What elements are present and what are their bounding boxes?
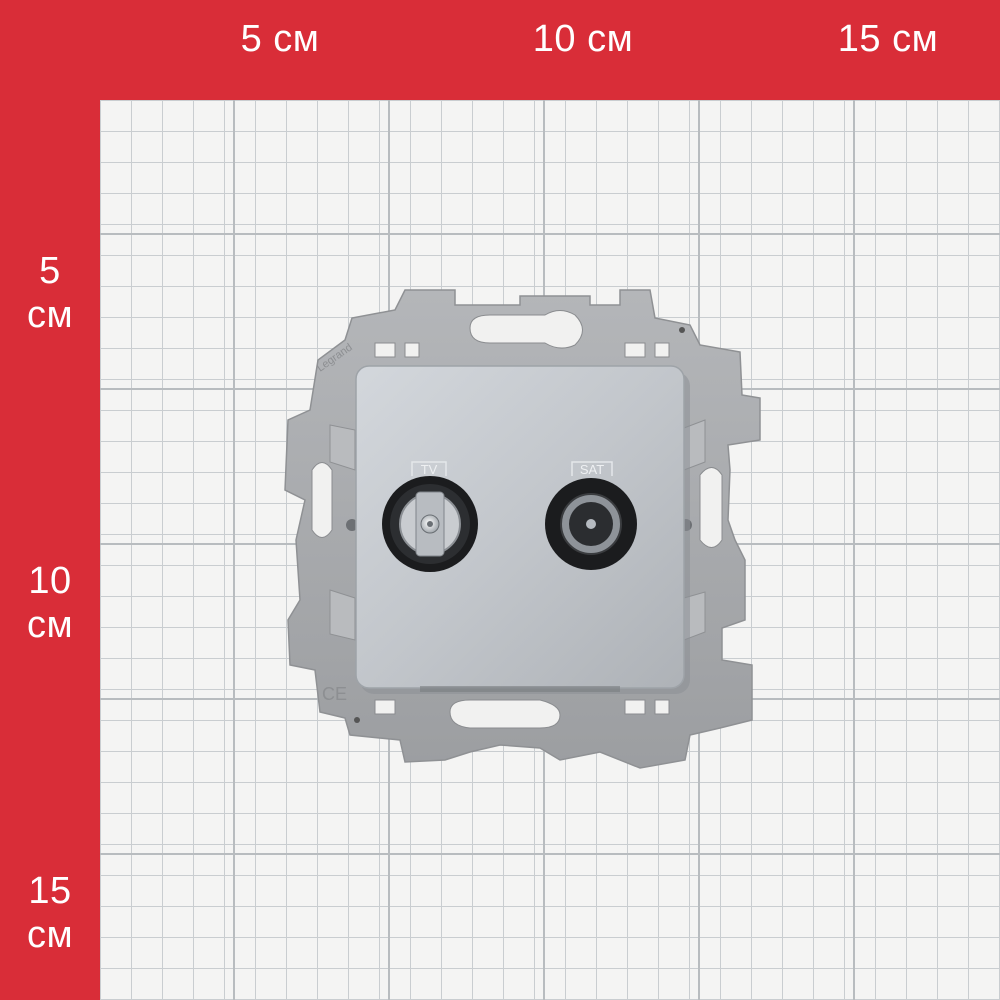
top-ruler-label-15cm: 15 см — [837, 18, 939, 60]
left-ruler-label-10cm: 10 см — [0, 562, 100, 644]
sat-label-badge — [571, 461, 613, 476]
tv-connector[interactable] — [382, 476, 478, 572]
sat-label: SAT — [580, 462, 604, 477]
left-ruler-number: 10 — [28, 560, 72, 602]
left-ruler-unit: см — [26, 914, 74, 956]
left-ruler-number: 5 — [39, 250, 61, 292]
left-ruler-label-5cm: 5 см — [0, 252, 100, 334]
left-ruler-unit: см — [26, 604, 74, 646]
tv-label: TV — [421, 462, 438, 477]
svg-text:CE: CE — [322, 684, 347, 704]
sat-connector[interactable] — [545, 478, 637, 570]
left-ruler-label-15cm: 15 см — [0, 872, 100, 954]
left-ruler-number: 15 — [28, 870, 72, 912]
top-ruler-label-10cm: 10 см — [532, 18, 634, 60]
tv-label-badge — [411, 461, 447, 476]
left-ruler-unit: см — [26, 294, 74, 336]
top-ruler-label-5cm: 5 см — [240, 18, 320, 60]
left-ruler: 5 см 10 см 15 см — [0, 100, 100, 1000]
top-ruler: 5 см 10 см 15 см — [0, 0, 1000, 100]
